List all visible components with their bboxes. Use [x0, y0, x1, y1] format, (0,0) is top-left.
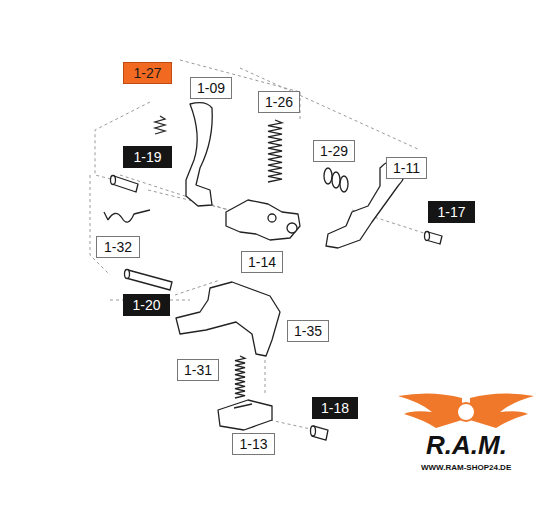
callout-number: 1-29 — [313, 140, 355, 162]
coil-spring — [235, 356, 245, 398]
watermark-logo: R.A.M. — [426, 430, 507, 461]
sear-1-14 — [226, 200, 300, 240]
callout-number: 1-13 — [232, 433, 275, 455]
trigger-1-09 — [186, 103, 212, 206]
torsion-spring-1-32 — [104, 210, 150, 222]
callout-number: 1-18 — [312, 397, 358, 419]
callout-number: 1-11 — [386, 157, 427, 179]
coil-spring — [324, 168, 332, 184]
coil-spring — [340, 176, 348, 192]
hole — [287, 223, 297, 233]
callout-number: 1-32 — [96, 236, 140, 258]
coil-spring — [155, 116, 165, 134]
callout-number: 1-35 — [287, 320, 329, 342]
callout-number: 1-19 — [123, 146, 172, 168]
callout-number: 1-09 — [190, 77, 232, 99]
logo-wings — [398, 393, 534, 428]
guide-lines — [90, 60, 430, 430]
watermark-url: WWW.RAM-SHOP24.DE — [421, 463, 511, 472]
callout-number: 1-20 — [123, 294, 170, 316]
hammer-1-35 — [176, 282, 280, 356]
coil-spring — [268, 120, 282, 182]
callout-number: 1-31 — [177, 359, 219, 381]
hole — [268, 214, 276, 222]
pins — [111, 176, 443, 441]
callout-number: 1-17 — [428, 201, 475, 223]
parts — [104, 103, 442, 440]
callout-number: 1-26 — [258, 91, 300, 113]
callout-number: 1-27 — [123, 62, 172, 84]
coil-spring — [332, 172, 340, 188]
callout-number: 1-14 — [241, 251, 283, 273]
block-1-13 — [218, 400, 272, 430]
slot — [234, 404, 252, 408]
